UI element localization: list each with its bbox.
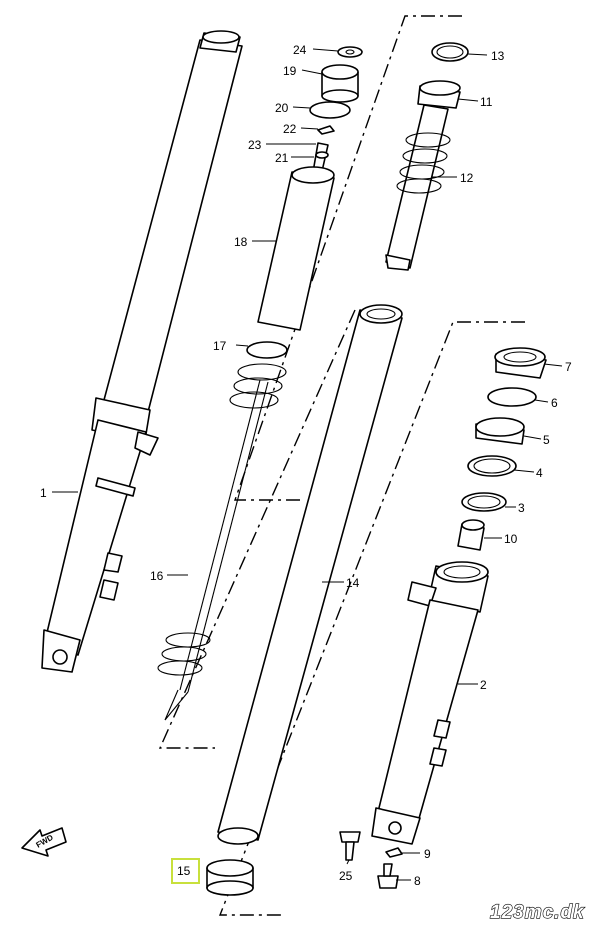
callout-23: 23	[248, 138, 262, 152]
part-17-piston-ring	[246, 341, 288, 359]
callout-8: 8	[414, 874, 421, 888]
callout-10: 10	[504, 532, 518, 546]
part-4-washer	[467, 455, 517, 477]
callout-16: 16	[150, 569, 164, 583]
part-18-damper-cartridge	[257, 166, 335, 331]
part-14-inner-tube	[217, 304, 403, 845]
callout-25: 25	[339, 869, 353, 883]
assembly-box-right-upper	[234, 15, 462, 501]
part-11-adjuster-head	[417, 80, 461, 109]
part-2-right-outer-tube	[371, 561, 489, 845]
callout-9: 9	[424, 847, 431, 861]
part-1-left-fork-assembly	[41, 30, 243, 673]
callout-3: 3	[518, 501, 525, 515]
forward-direction-arrow-icon: FWD	[21, 827, 67, 857]
part-5-oil-seal	[475, 417, 525, 445]
callout-5: 5	[543, 433, 550, 447]
part-13-o-ring	[431, 42, 469, 62]
part-20-o-ring	[309, 101, 351, 119]
callout-17: 17	[213, 339, 227, 353]
callout-labels: 1 2 3 4 5 6 7 8 9 10 11 12 13 14 15 16 1…	[40, 43, 572, 888]
leader-lines	[52, 48, 563, 881]
part-15-bushing	[206, 859, 254, 896]
site-watermark: 123mc.dk	[490, 902, 585, 923]
callout-6: 6	[551, 396, 558, 410]
callout-13: 13	[491, 49, 505, 63]
highlighted-callout-box[interactable]	[171, 858, 200, 884]
callout-15: 15	[177, 864, 191, 878]
part-21-rod-nut	[315, 151, 329, 159]
callout-12: 12	[460, 171, 474, 185]
part-3-guide-bushing	[461, 492, 507, 512]
callout-20: 20	[275, 101, 289, 115]
part-16-spring	[157, 363, 287, 721]
callout-7: 7	[565, 360, 572, 374]
callout-18: 18	[234, 235, 248, 249]
callout-21: 21	[275, 151, 289, 165]
part-12-adjuster-body	[385, 104, 451, 271]
callout-1: 1	[40, 486, 47, 500]
callout-14: 14	[346, 576, 360, 590]
callout-24: 24	[293, 43, 307, 57]
callout-11: 11	[480, 95, 493, 109]
part-10-oil-lock-piece	[457, 519, 485, 551]
part-25-bolt	[339, 831, 361, 861]
callout-2: 2	[480, 678, 487, 692]
assembly-box-right-lower	[218, 321, 525, 916]
part-8-bolt	[377, 863, 399, 889]
part-24-washer	[337, 46, 363, 58]
part-7-dust-seal	[494, 347, 547, 379]
assembly-box-left-middle	[158, 309, 356, 749]
part-19-cap-bolt	[321, 64, 359, 103]
callout-4: 4	[536, 466, 543, 480]
callout-22: 22	[283, 122, 297, 136]
part-6-snap-ring	[487, 387, 537, 407]
callout-19: 19	[283, 64, 297, 78]
part-9-washer	[385, 847, 403, 858]
part-22-small-seal	[317, 125, 335, 135]
